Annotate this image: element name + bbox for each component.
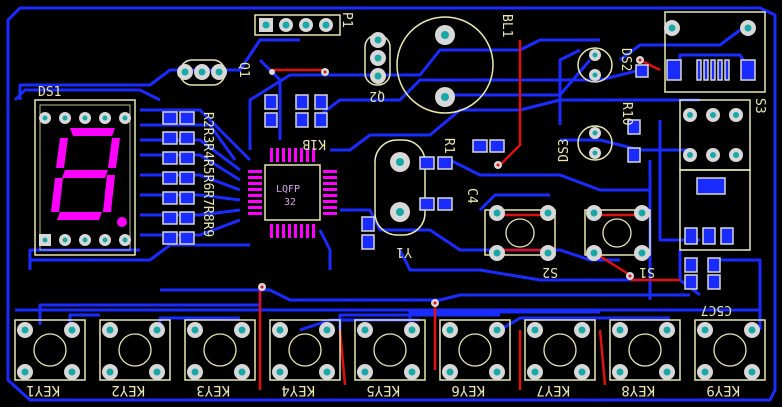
label-k1b: K1B (302, 136, 326, 151)
label-ds1: DS1 (38, 85, 61, 100)
label-ds3: DS3 (557, 139, 572, 162)
label-r1: R1 (441, 138, 456, 154)
label-ds2: DS2 (618, 48, 633, 71)
label-bl1: BL1 (499, 14, 514, 37)
u1-pins-label: 32 (284, 197, 296, 208)
label-s1: S1 (639, 264, 655, 279)
silkscreen-outlines (14, 11, 766, 381)
label-key6: KEY6 (451, 382, 485, 398)
label-c5c7: C5C7 (701, 302, 732, 317)
key-labels: KEY1 KEY2 KEY3 KEY4 KEY5 KEY6 KEY7 KEY8 … (26, 382, 740, 398)
label-key9: KEY9 (706, 382, 740, 398)
smd-pads (162, 59, 756, 290)
label-s3: S3 (752, 98, 767, 114)
label-r10: R10 (619, 102, 634, 125)
label-key5: KEY5 (366, 382, 400, 398)
label-key4: KEY4 (281, 382, 315, 398)
label-q1: Q1 (236, 62, 251, 78)
seven-segment-display (51, 128, 127, 227)
label-key3: KEY3 (196, 382, 230, 398)
label-key8: KEY8 (621, 382, 655, 398)
label-key7: KEY7 (536, 382, 570, 398)
label-s2: S2 (542, 264, 558, 279)
label-p1: P1 (339, 12, 354, 28)
u1-pins (248, 148, 337, 238)
label-y1: Y1 (396, 244, 412, 259)
label-q2: Q2 (369, 88, 385, 103)
label-key1: KEY1 (26, 382, 60, 398)
label-c4: C4 (464, 188, 479, 204)
label-key2: KEY2 (111, 382, 145, 398)
key-switches (17, 205, 760, 380)
bottom-copper-traces (6, 6, 777, 402)
label-resistor-array: R2R3R4R5R6R7R8R9 (200, 112, 215, 237)
u1-package-label: LQFP (276, 184, 300, 195)
through-hole-pads (39, 18, 756, 246)
